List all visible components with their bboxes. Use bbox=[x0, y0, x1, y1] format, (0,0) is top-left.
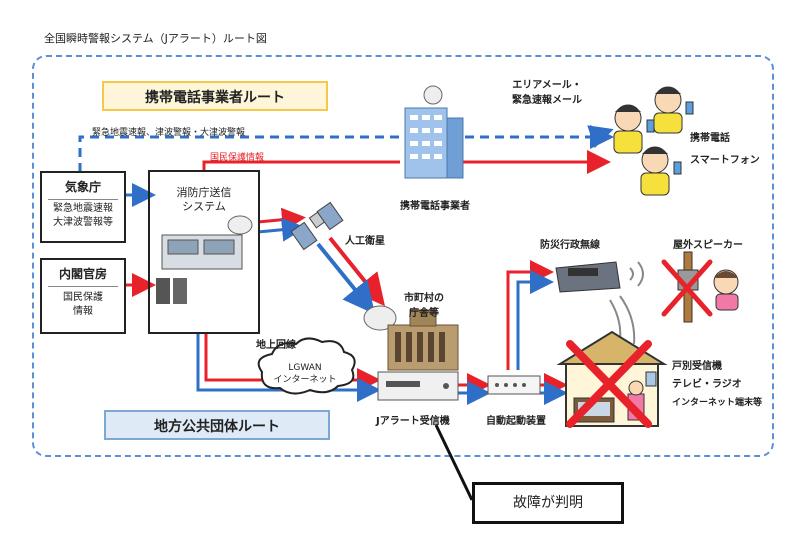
lgwan-label: LGWAN インターネット bbox=[272, 362, 338, 386]
satellite-icon bbox=[290, 201, 344, 251]
jma-box: 気象庁 緊急地震速報 大津波警報等 bbox=[40, 171, 126, 243]
area-mail-line1: エリアメール・ bbox=[512, 80, 582, 91]
phone-line1: 携帯電話 bbox=[690, 133, 730, 144]
household-line1: 戸別受信機 bbox=[672, 361, 722, 372]
disaster-radio-label: 防災行政無線 bbox=[540, 240, 600, 251]
auto-device-label: 自動起動装置 bbox=[486, 416, 546, 427]
ground-line-label: 地上回線 bbox=[256, 340, 296, 351]
speaker-cross-icon bbox=[661, 259, 713, 317]
civil-protection-label: 国民保護情報 bbox=[210, 153, 265, 163]
municipal-line2: 庁舎等 bbox=[409, 308, 439, 319]
phone-line2: スマートフォン bbox=[690, 155, 760, 166]
fdma-line1: 消防庁送信 bbox=[176, 186, 232, 199]
jma-line2: 大津波警報等 bbox=[53, 217, 113, 228]
failure-callout: 故障が判明 bbox=[472, 482, 624, 524]
carrier-label: 携帯電話事業者 bbox=[400, 201, 470, 212]
household-line2: テレビ・ラジオ bbox=[672, 379, 742, 390]
lgwan-cloud-icon bbox=[257, 337, 356, 395]
jma-line1: 緊急地震速報 bbox=[53, 203, 113, 214]
disaster-radio-console-icon bbox=[555, 261, 644, 345]
cabinet-line2: 情報 bbox=[73, 306, 93, 317]
jalert-receiver-icon bbox=[377, 371, 459, 401]
municipal-building-icon bbox=[363, 305, 459, 371]
satellite-label: 人工衛星 bbox=[345, 236, 385, 247]
area-mail-label: エリアメール・ 緊急速報メール bbox=[512, 76, 582, 106]
outdoor-speaker-label: 屋外スピーカー bbox=[673, 240, 743, 251]
municipal-line1: 市町村の bbox=[404, 293, 444, 304]
phone-users-icon bbox=[613, 86, 694, 196]
lgwan-line2: インターネット bbox=[273, 375, 337, 385]
quake-tsunami-label: 緊急地震速報、津波警報・大津波警報 bbox=[92, 128, 246, 138]
page-title: 全国瞬時警報システム（Jアラート）ルート図 bbox=[44, 32, 267, 45]
auto-start-device-icon bbox=[487, 375, 541, 395]
fdma-equipment-icon bbox=[156, 215, 253, 304]
carrier-building-icon bbox=[404, 85, 464, 179]
civil-protection-route-line bbox=[202, 150, 611, 174]
cabinet-name: 内閣官房 bbox=[58, 267, 107, 281]
fdma-box: 消防庁送信 システム bbox=[148, 170, 260, 334]
receiver-label: Jアラート受信機 bbox=[376, 416, 450, 427]
jma-name: 気象庁 bbox=[64, 180, 101, 194]
household-label: 戸別受信機 テレビ・ラジオ インターネット端末等 bbox=[672, 358, 762, 412]
cabinet-box: 内閣官房 国民保護 情報 bbox=[40, 258, 126, 334]
callout-pointer bbox=[434, 424, 474, 501]
fdma-line2: システム bbox=[182, 200, 226, 213]
phone-label: 携帯電話 スマートフォン bbox=[690, 128, 760, 172]
area-mail-line2: 緊急速報メール bbox=[512, 95, 582, 106]
local-government-route-banner: 地方公共団体ルート bbox=[104, 410, 330, 440]
lgwan-line1: LGWAN bbox=[288, 363, 322, 373]
diagram-frame bbox=[32, 55, 774, 457]
household-cross-icon bbox=[566, 340, 652, 428]
mobile-carrier-route-banner: 携帯電話事業者ルート bbox=[102, 81, 328, 111]
municipal-label: 市町村の 庁舎等 bbox=[404, 289, 444, 319]
cabinet-line1: 国民保護 bbox=[63, 292, 103, 303]
household-line3: インターネット端末等 bbox=[672, 398, 763, 408]
